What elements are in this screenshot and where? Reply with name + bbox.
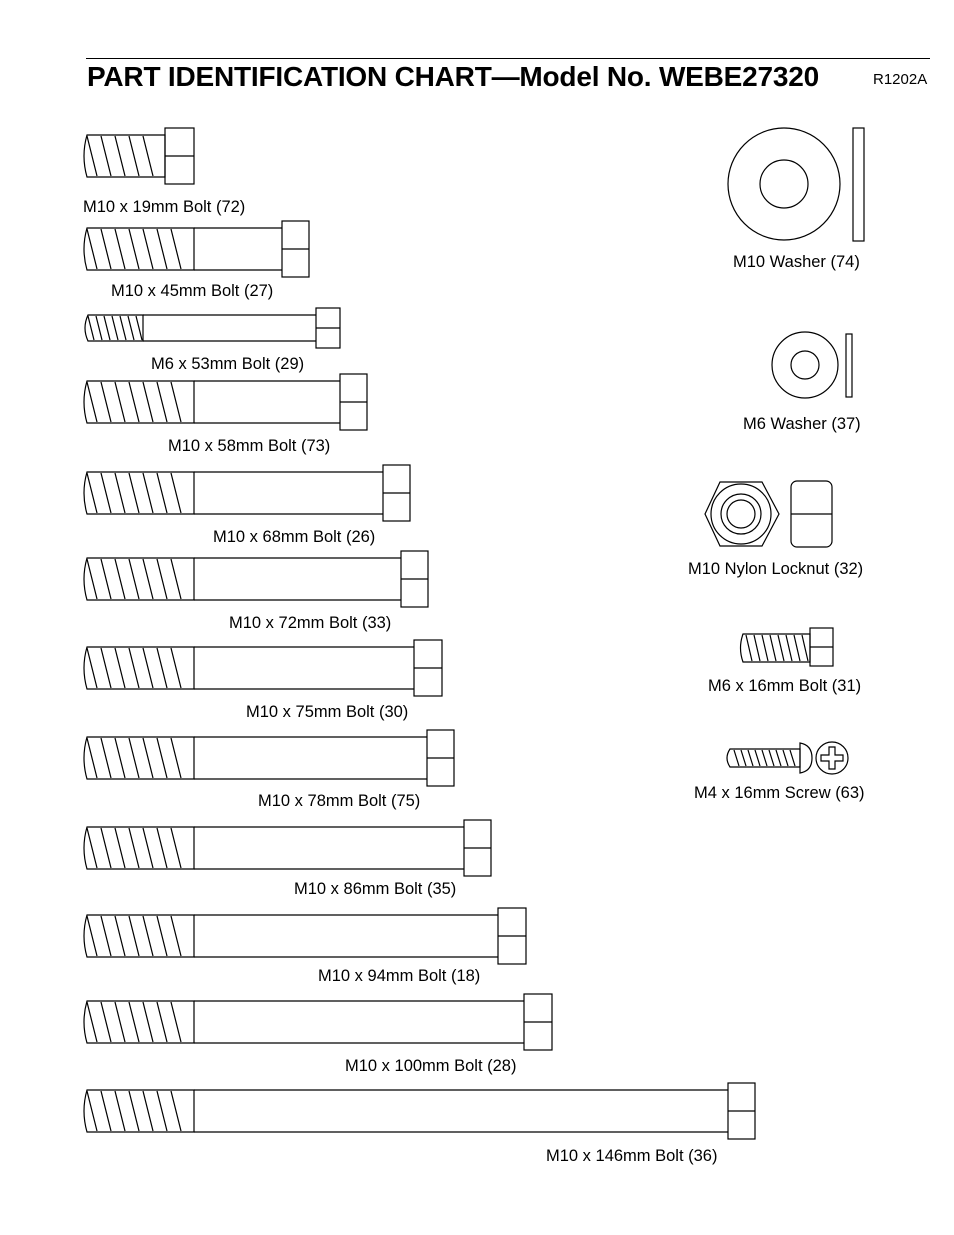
m4-16mm-screw-icon	[726, 741, 849, 775]
bolt-icon-m6-53mm	[84, 307, 341, 349]
bolt-icon-m10-94mm	[83, 907, 527, 965]
m6-16mm-bolt-icon	[739, 627, 834, 667]
bolt-label-m10-75mm: M10 x 75mm Bolt (30)	[246, 703, 409, 721]
label-m10-washer: M10 Washer (74)	[733, 253, 860, 271]
bolt-icon-m10-72mm	[83, 550, 429, 608]
bolt-label-m10-78mm: M10 x 78mm Bolt (75)	[258, 792, 421, 810]
bolt-icon-m10-68mm	[83, 464, 411, 522]
bolt-label-m10-45mm: M10 x 45mm Bolt (27)	[111, 282, 274, 300]
m10-locknut-icon	[704, 480, 833, 548]
bolt-icon-m10-75mm	[83, 639, 443, 697]
bolt-icon-m10-146mm	[83, 1082, 756, 1140]
bolt-label-m10-100mm: M10 x 100mm Bolt (28)	[345, 1057, 517, 1075]
bolt-label-m10-68mm: M10 x 68mm Bolt (26)	[213, 528, 376, 546]
bolt-icon-m10-100mm	[83, 993, 553, 1051]
page-title: PART IDENTIFICATION CHART—Model No. WEBE…	[87, 61, 820, 92]
bolt-label-m10-72mm: M10 x 72mm Bolt (33)	[229, 614, 392, 632]
label-m6-16mm-bolt: M6 x 16mm Bolt (31)	[708, 677, 862, 695]
figure-code: R1202A	[873, 71, 928, 88]
m10-washer-icon	[727, 127, 865, 242]
bolt-label-m6-53mm: M6 x 53mm Bolt (29)	[151, 355, 305, 373]
bolt-icon-m10-58mm	[83, 373, 368, 431]
bolt-icon-m10-45mm	[83, 220, 310, 278]
bolt-icon-m10-78mm	[83, 729, 455, 787]
bolt-label-m10-146mm: M10 x 146mm Bolt (36)	[546, 1147, 718, 1165]
bolt-label-m10-94mm: M10 x 94mm Bolt (18)	[318, 967, 481, 985]
m6-washer-icon	[771, 331, 853, 399]
label-m6-washer: M6 Washer (37)	[743, 415, 861, 433]
bolt-icon-m10-19mm	[83, 127, 195, 185]
label-m10-locknut: M10 Nylon Locknut (32)	[688, 560, 864, 578]
label-m4-16mm-screw: M4 x 16mm Screw (63)	[694, 784, 865, 802]
bolt-icon-m10-86mm	[83, 819, 492, 877]
bolt-label-m10-19mm: M10 x 19mm Bolt (72)	[83, 198, 246, 216]
bolt-label-m10-58mm: M10 x 58mm Bolt (73)	[168, 437, 331, 455]
bolt-label-m10-86mm: M10 x 86mm Bolt (35)	[294, 880, 457, 898]
header-rule	[86, 58, 930, 59]
